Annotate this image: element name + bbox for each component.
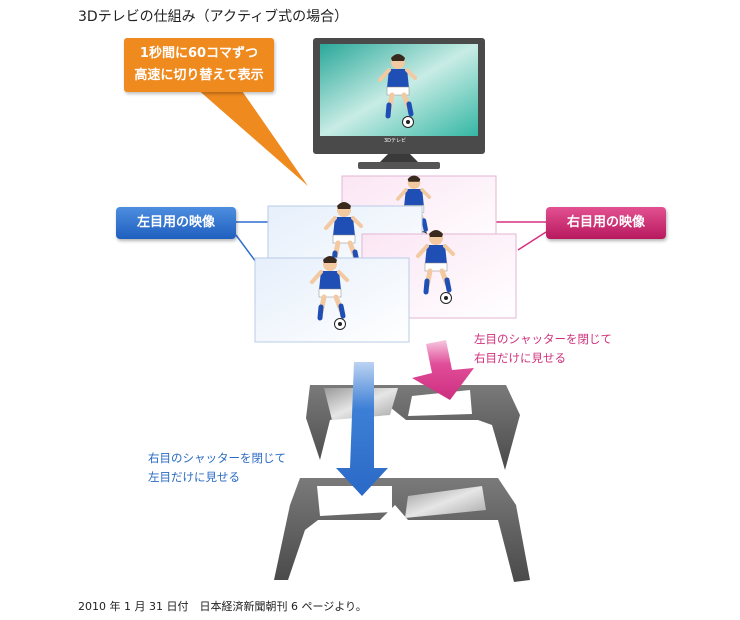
tv-brand-label: 3Dテレビ (384, 138, 407, 144)
pink-arrow (412, 340, 474, 400)
pink-note-line-1: 左目のシャッターを閉じて (474, 332, 612, 346)
right-eye-image-label: 右目用の映像 (546, 207, 666, 239)
callout-line-1: 1秒間に60コマずつ (139, 46, 259, 61)
callout-line-2: 高速に切り替えて表示 (134, 68, 264, 83)
blue-note-line-1: 右目のシャッターを閉じて (148, 451, 286, 465)
blue-note: 右目のシャッターを閉じて 左目だけに見せる (148, 449, 286, 487)
right-connector-line-2 (517, 231, 547, 251)
tv-icon (313, 38, 485, 169)
glasses-upper (306, 385, 520, 470)
left-eye-image-label: 左目用の映像 (116, 207, 236, 239)
left-eye-frame-front (254, 256, 410, 343)
callout-pointer (196, 88, 308, 186)
pink-note-line-2: 右目だけに見せる (474, 351, 566, 365)
blue-note-line-2: 左目だけに見せる (148, 470, 240, 484)
footer-source: 2010 年 1 月 31 日付 日本経済新聞朝刊 6 ページより。 (78, 600, 367, 613)
callout-box: 1秒間に60コマずつ 高速に切り替えて表示 (124, 38, 274, 92)
left-connector-line-2 (235, 234, 257, 263)
blue-arrow (336, 362, 388, 496)
glasses-lower (274, 478, 530, 582)
pink-note: 左目のシャッターを閉じて 右目だけに見せる (474, 330, 612, 368)
page-title: 3Dテレビの仕組み（アクティブ式の場合） (78, 9, 349, 25)
